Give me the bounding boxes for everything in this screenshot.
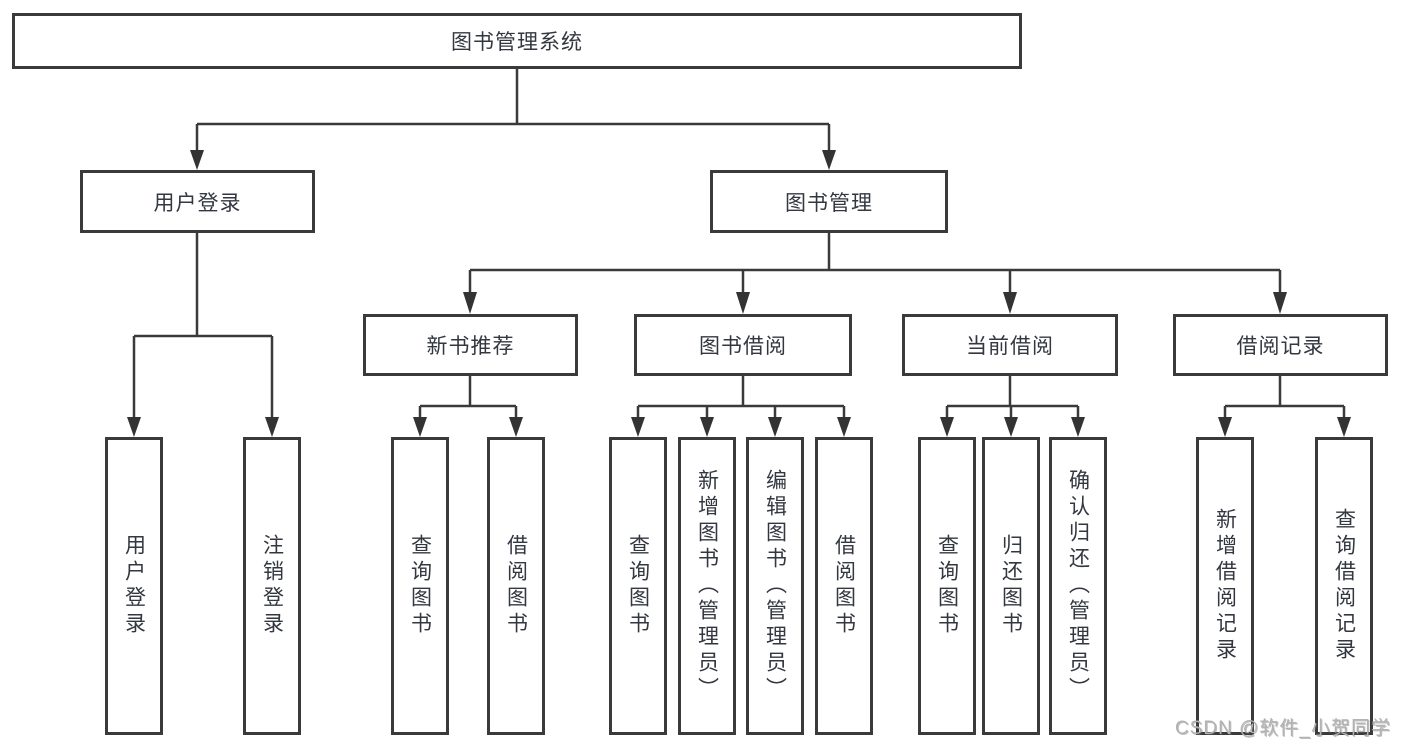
node-root-label: 图书管理系统	[451, 31, 583, 54]
leaf-query-borrow-record-label: 查询借阅记录	[1332, 508, 1356, 664]
leaf-return-book-label: 归还图书	[999, 534, 1023, 638]
node-book-borrowing: 图书借阅	[634, 314, 852, 376]
leaf-confirm-return-admin-label: 确认归还（管理员）	[1066, 469, 1090, 703]
leaf-query-books-current: 查询图书	[918, 437, 976, 735]
leaf-logout: 注销登录	[243, 437, 301, 735]
leaf-query-books-borrowing: 查询图书	[609, 437, 667, 735]
node-root: 图书管理系统	[12, 13, 1022, 69]
leaf-query-books-recommend-label: 查询图书	[408, 534, 432, 638]
leaf-borrow-book: 借阅图书	[815, 437, 873, 735]
csdn-watermark: CSDN @软件_小贺同学	[1175, 718, 1391, 739]
leaf-query-borrow-record: 查询借阅记录	[1315, 437, 1373, 735]
leaf-query-books-current-label: 查询图书	[935, 534, 959, 638]
leaf-logout-label: 注销登录	[260, 534, 284, 638]
leaf-borrow-books-recommend-label: 借阅图书	[504, 534, 528, 638]
node-borrowing-records: 借阅记录	[1173, 314, 1388, 376]
node-book-management-branch: 图书管理	[710, 170, 948, 233]
leaf-add-book-admin: 新增图书（管理员）	[678, 437, 736, 735]
leaf-user-login-label: 用户登录	[122, 534, 146, 638]
leaf-query-books-recommend: 查询图书	[391, 437, 449, 735]
leaf-edit-book-admin: 编辑图书（管理员）	[746, 437, 804, 735]
leaf-confirm-return-admin: 确认归还（管理员）	[1049, 437, 1107, 735]
node-user-login-branch: 用户登录	[80, 170, 315, 233]
leaf-borrow-book-label: 借阅图书	[832, 534, 856, 638]
leaf-add-book-admin-label: 新增图书（管理员）	[695, 469, 719, 703]
leaf-edit-book-admin-label: 编辑图书（管理员）	[763, 469, 787, 703]
node-book-borrowing-label: 图书借阅	[699, 335, 787, 358]
node-borrowing-records-label: 借阅记录	[1236, 335, 1325, 358]
node-user-login-branch-label: 用户登录	[153, 191, 242, 215]
node-current-borrowing: 当前借阅	[902, 314, 1118, 376]
leaf-return-book: 归还图书	[982, 437, 1040, 735]
node-new-book-recommend-label: 新书推荐	[426, 335, 515, 358]
leaf-add-borrow-record: 新增借阅记录	[1196, 437, 1254, 735]
leaf-add-borrow-record-label: 新增借阅记录	[1213, 508, 1237, 664]
leaf-borrow-books-recommend: 借阅图书	[487, 437, 545, 735]
leaf-query-books-borrowing-label: 查询图书	[626, 534, 650, 638]
node-book-management-branch-label: 图书管理	[785, 191, 873, 215]
leaf-user-login: 用户登录	[105, 437, 163, 735]
node-new-book-recommend: 新书推荐	[363, 314, 578, 376]
node-current-borrowing-label: 当前借阅	[966, 335, 1054, 358]
